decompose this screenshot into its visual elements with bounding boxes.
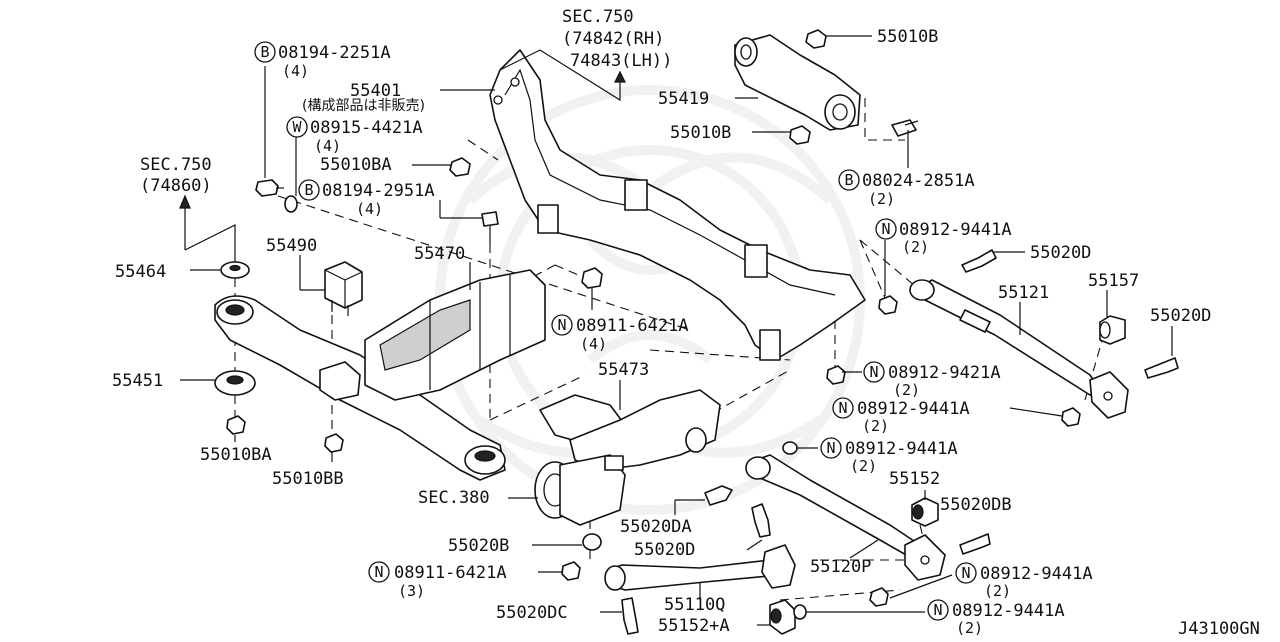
lower-link-55120P[interactable] <box>745 454 946 581</box>
part-08194-2951A[interactable]: 08194-2951A <box>322 181 435 201</box>
part-55152A[interactable]: 55152+A <box>658 616 730 636</box>
diagram-code: J43100GN <box>1178 619 1260 638</box>
part-55152-a[interactable]: 55152 <box>889 469 940 489</box>
qty-08194-2951A: (4) <box>356 200 383 218</box>
ref-74860[interactable]: (74860) <box>140 176 212 196</box>
part-55121[interactable]: 55121 <box>998 283 1049 303</box>
leader-lines <box>180 35 1173 626</box>
lateral-link-55121[interactable] <box>909 279 1129 419</box>
part-55464[interactable]: 55464 <box>115 262 166 282</box>
part-08911-6421A-b[interactable]: 08911-6421A <box>394 563 507 583</box>
prefix-b-badge-2: B <box>304 181 313 199</box>
part-55470[interactable]: 55470 <box>414 244 465 264</box>
prefix-n-badge-1: N <box>881 220 890 238</box>
qty-08915-4421A: (4) <box>314 137 341 155</box>
part-08915-4421A[interactable]: 08915-4421A <box>310 118 423 138</box>
qty-08912-9441A-d: (2) <box>984 582 1011 600</box>
part-55010BA-top[interactable]: 55010BA <box>320 155 392 175</box>
qty-08911-6421A-a: (4) <box>580 335 607 353</box>
front-crossmember[interactable] <box>214 295 506 481</box>
bushing-55152[interactable] <box>911 497 939 527</box>
prefix-w-badge: W <box>292 118 302 136</box>
section-arrows <box>179 49 626 262</box>
bushing-55152A[interactable] <box>769 599 796 635</box>
qty-08911-6421A-b: (3) <box>398 582 425 600</box>
heat-shield-55470[interactable] <box>364 269 546 401</box>
hardware[interactable] <box>214 29 1179 635</box>
part-08912-9421A[interactable]: 08912-9421A <box>888 363 1001 383</box>
rear-crossmember-55401[interactable] <box>489 49 866 361</box>
ref-74842[interactable]: (74842(RH) <box>562 29 664 49</box>
bushing-55157[interactable] <box>1099 315 1126 345</box>
ref-sec750-left[interactable]: SEC.750 <box>140 155 212 175</box>
upper-link-55419[interactable] <box>734 34 861 131</box>
part-08912-9441A-a[interactable]: 08912-9441A <box>899 220 1012 240</box>
prefix-b-badge-1: B <box>260 43 269 61</box>
part-08911-6421A-a[interactable]: 08911-6421A <box>576 316 689 336</box>
part-55401[interactable]: 55401 <box>350 81 401 101</box>
part-55451[interactable]: 55451 <box>112 371 163 391</box>
qty-08912-9421A: (2) <box>893 381 920 399</box>
qty-08194-2251A: (4) <box>282 62 309 80</box>
part-labels: SEC.750 (74842(RH) 74843(LH)) SEC.750 (7… <box>112 7 1260 639</box>
part-55020B[interactable]: 55020B <box>448 536 509 556</box>
part-08912-9441A-d[interactable]: 08912-9441A <box>980 564 1093 584</box>
prefix-n-badge-2: N <box>557 316 566 334</box>
part-55419[interactable]: 55419 <box>658 89 709 109</box>
part-08912-9441A-c[interactable]: 08912-9441A <box>845 439 958 459</box>
qty-08912-9441A-c: (2) <box>850 457 877 475</box>
prefix-n-badge-8: N <box>933 601 942 619</box>
part-55473[interactable]: 55473 <box>598 360 649 380</box>
prefix-n-badge-4: N <box>838 399 847 417</box>
part-55157[interactable]: 55157 <box>1088 271 1139 291</box>
part-55020D-b[interactable]: 55020D <box>1150 306 1211 326</box>
diff-mount-55473[interactable] <box>534 389 721 526</box>
part-55020DB[interactable]: 55020DB <box>940 495 1012 515</box>
qty-08912-9441A-a: (2) <box>902 238 929 256</box>
assembly-lines <box>234 98 1106 601</box>
ref-74843[interactable]: 74843(LH)) <box>570 51 672 71</box>
qty-08024-2851A: (2) <box>868 190 895 208</box>
part-55010B-top[interactable]: 55010B <box>877 27 938 47</box>
prefix-n-badge-6: N <box>374 563 383 581</box>
part-55120P[interactable]: 55120P <box>810 557 871 577</box>
bracket-55490[interactable] <box>324 261 363 316</box>
prefix-n-badge-7: N <box>961 564 970 582</box>
prefix-n-badge-3: N <box>869 363 878 381</box>
part-08912-9441A-b[interactable]: 08912-9441A <box>857 399 970 419</box>
part-08194-2251A[interactable]: 08194-2251A <box>278 43 391 63</box>
part-55020D-c[interactable]: 55020D <box>634 540 695 560</box>
part-55110Q[interactable]: 55110Q <box>664 595 725 615</box>
part-55490[interactable]: 55490 <box>266 236 317 256</box>
qty-08912-9441A-b: (2) <box>862 417 889 435</box>
part-55010B-mid[interactable]: 55010B <box>670 123 731 143</box>
prefix-badges: B W B B N N N N N N N N <box>254 41 977 621</box>
part-08912-9441A-e[interactable]: 08912-9441A <box>952 601 1065 621</box>
part-08024-2851A[interactable]: 08024-2851A <box>862 171 975 191</box>
ref-sec380[interactable]: SEC.380 <box>418 488 490 508</box>
qty-08912-9441A-e: (2) <box>956 619 983 637</box>
jp-note: (構成部品は非販売) <box>302 98 425 114</box>
prefix-n-badge-5: N <box>826 439 835 457</box>
prefix-b-badge-3: B <box>844 171 853 189</box>
part-55010BA-bot[interactable]: 55010BA <box>200 445 272 465</box>
link-55110Q[interactable] <box>604 544 796 591</box>
ref-sec750-top[interactable]: SEC.750 <box>562 7 634 27</box>
part-55020DC[interactable]: 55020DC <box>496 603 568 623</box>
part-55020DA[interactable]: 55020DA <box>620 517 692 537</box>
part-55020D-a[interactable]: 55020D <box>1030 243 1091 263</box>
part-55010BB[interactable]: 55010BB <box>272 469 344 489</box>
